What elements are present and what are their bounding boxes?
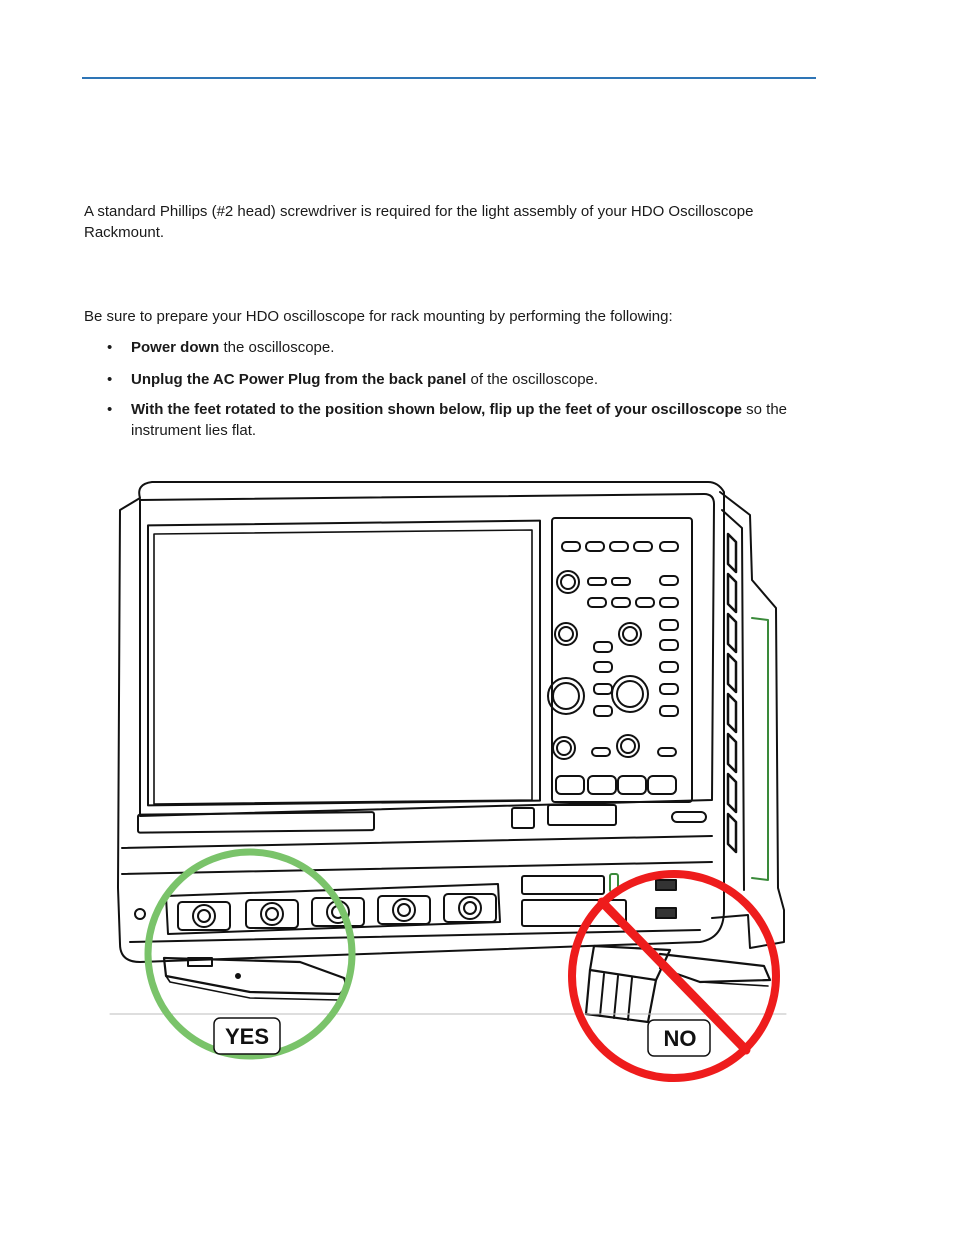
list-item: • With the feet rotated to the position … bbox=[84, 400, 814, 441]
step-text: of the oscilloscope. bbox=[466, 370, 599, 388]
bullet-icon: • bbox=[107, 339, 113, 356]
no-label: NO bbox=[664, 1026, 697, 1051]
prohibition-slash bbox=[597, 897, 751, 1055]
control-panel bbox=[551, 517, 693, 803]
bullet-icon: • bbox=[107, 401, 113, 418]
yes-ring bbox=[144, 848, 356, 1060]
preparation-steps-list: • Power down the oscilloscope. • Unplug … bbox=[84, 338, 814, 441]
display-screen bbox=[147, 519, 541, 807]
vent-slots bbox=[726, 532, 738, 854]
step-bold-text: With the feet rotated to the position sh… bbox=[131, 401, 742, 418]
oscilloscope-feet-illustration: YES NO bbox=[100, 470, 800, 1090]
power-button-icon bbox=[134, 908, 146, 920]
yes-label: YES bbox=[225, 1024, 269, 1049]
step-text: the oscilloscope. bbox=[219, 339, 335, 356]
bullet-icon: • bbox=[107, 370, 113, 388]
list-item: • Power down the oscilloscope. bbox=[84, 338, 814, 359]
side-panel bbox=[711, 491, 785, 949]
list-item: • Unplug the AC Power Plug from the back… bbox=[84, 370, 814, 391]
scope-body bbox=[117, 481, 725, 963]
folded-foot bbox=[162, 956, 347, 996]
step-text: so the instrument lies flat. bbox=[131, 401, 788, 439]
tool-requirement-paragraph: A standard Phillips (#2 head) screwdrive… bbox=[84, 203, 754, 241]
step-bold-text: Power down bbox=[131, 339, 220, 356]
channel-input-strip bbox=[165, 883, 501, 935]
preparation-lead-paragraph: Be sure to prepare your HDO oscilloscope… bbox=[84, 308, 673, 325]
step-bold-text: Unplug the AC Power Plug from the back p… bbox=[131, 370, 467, 388]
header-rule bbox=[82, 77, 816, 79]
no-ring bbox=[568, 870, 780, 1082]
